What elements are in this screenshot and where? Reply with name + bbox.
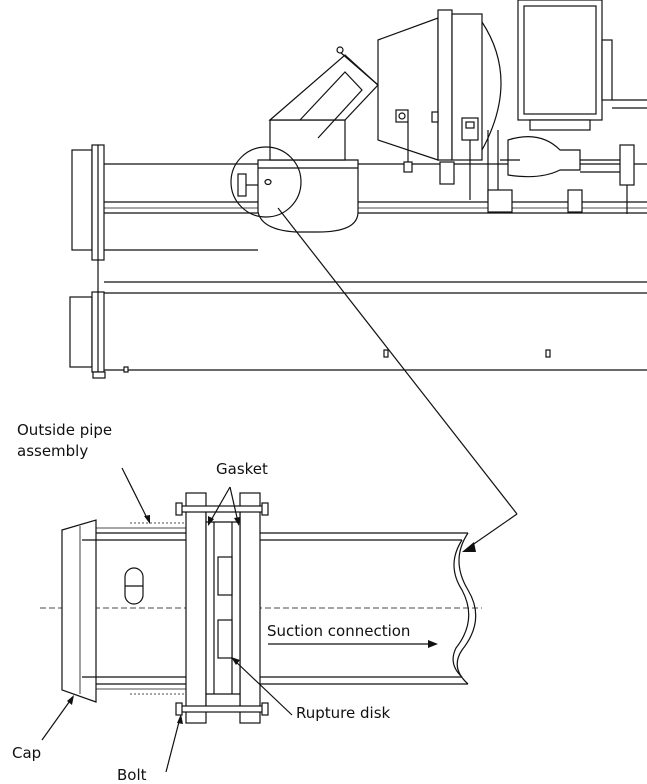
outside-pipe-left xyxy=(82,522,186,695)
cap-drawing xyxy=(61,519,97,703)
label-suction-connection: Suction connection xyxy=(267,622,410,640)
piping-assembly xyxy=(439,117,635,214)
label-bolt: Bolt xyxy=(117,766,147,784)
callout-leader-line xyxy=(277,207,518,552)
chiller-unit-drawing xyxy=(69,0,647,379)
label-cap: Cap xyxy=(12,744,41,762)
left-end-flanges xyxy=(69,144,106,379)
label-leaders xyxy=(41,467,293,773)
label-rupture-disk: Rupture disk xyxy=(296,704,391,722)
flow-direction-arrow xyxy=(268,640,438,648)
detail-callout-circle xyxy=(230,146,302,218)
suction-elbow xyxy=(257,46,379,233)
suction-pipe xyxy=(260,532,477,685)
upper-shell xyxy=(104,163,647,251)
control-box xyxy=(517,0,647,131)
lower-shell xyxy=(104,281,647,373)
rupture-disk-assembly-detail xyxy=(40,492,482,724)
compressor-housing xyxy=(377,9,502,173)
label-outside-pipe-line2: assembly xyxy=(17,442,88,460)
label-gasket: Gasket xyxy=(216,460,268,478)
bolts xyxy=(175,502,269,716)
flanges xyxy=(185,492,261,724)
label-outside-pipe-line1: Outside pipe xyxy=(17,421,112,439)
